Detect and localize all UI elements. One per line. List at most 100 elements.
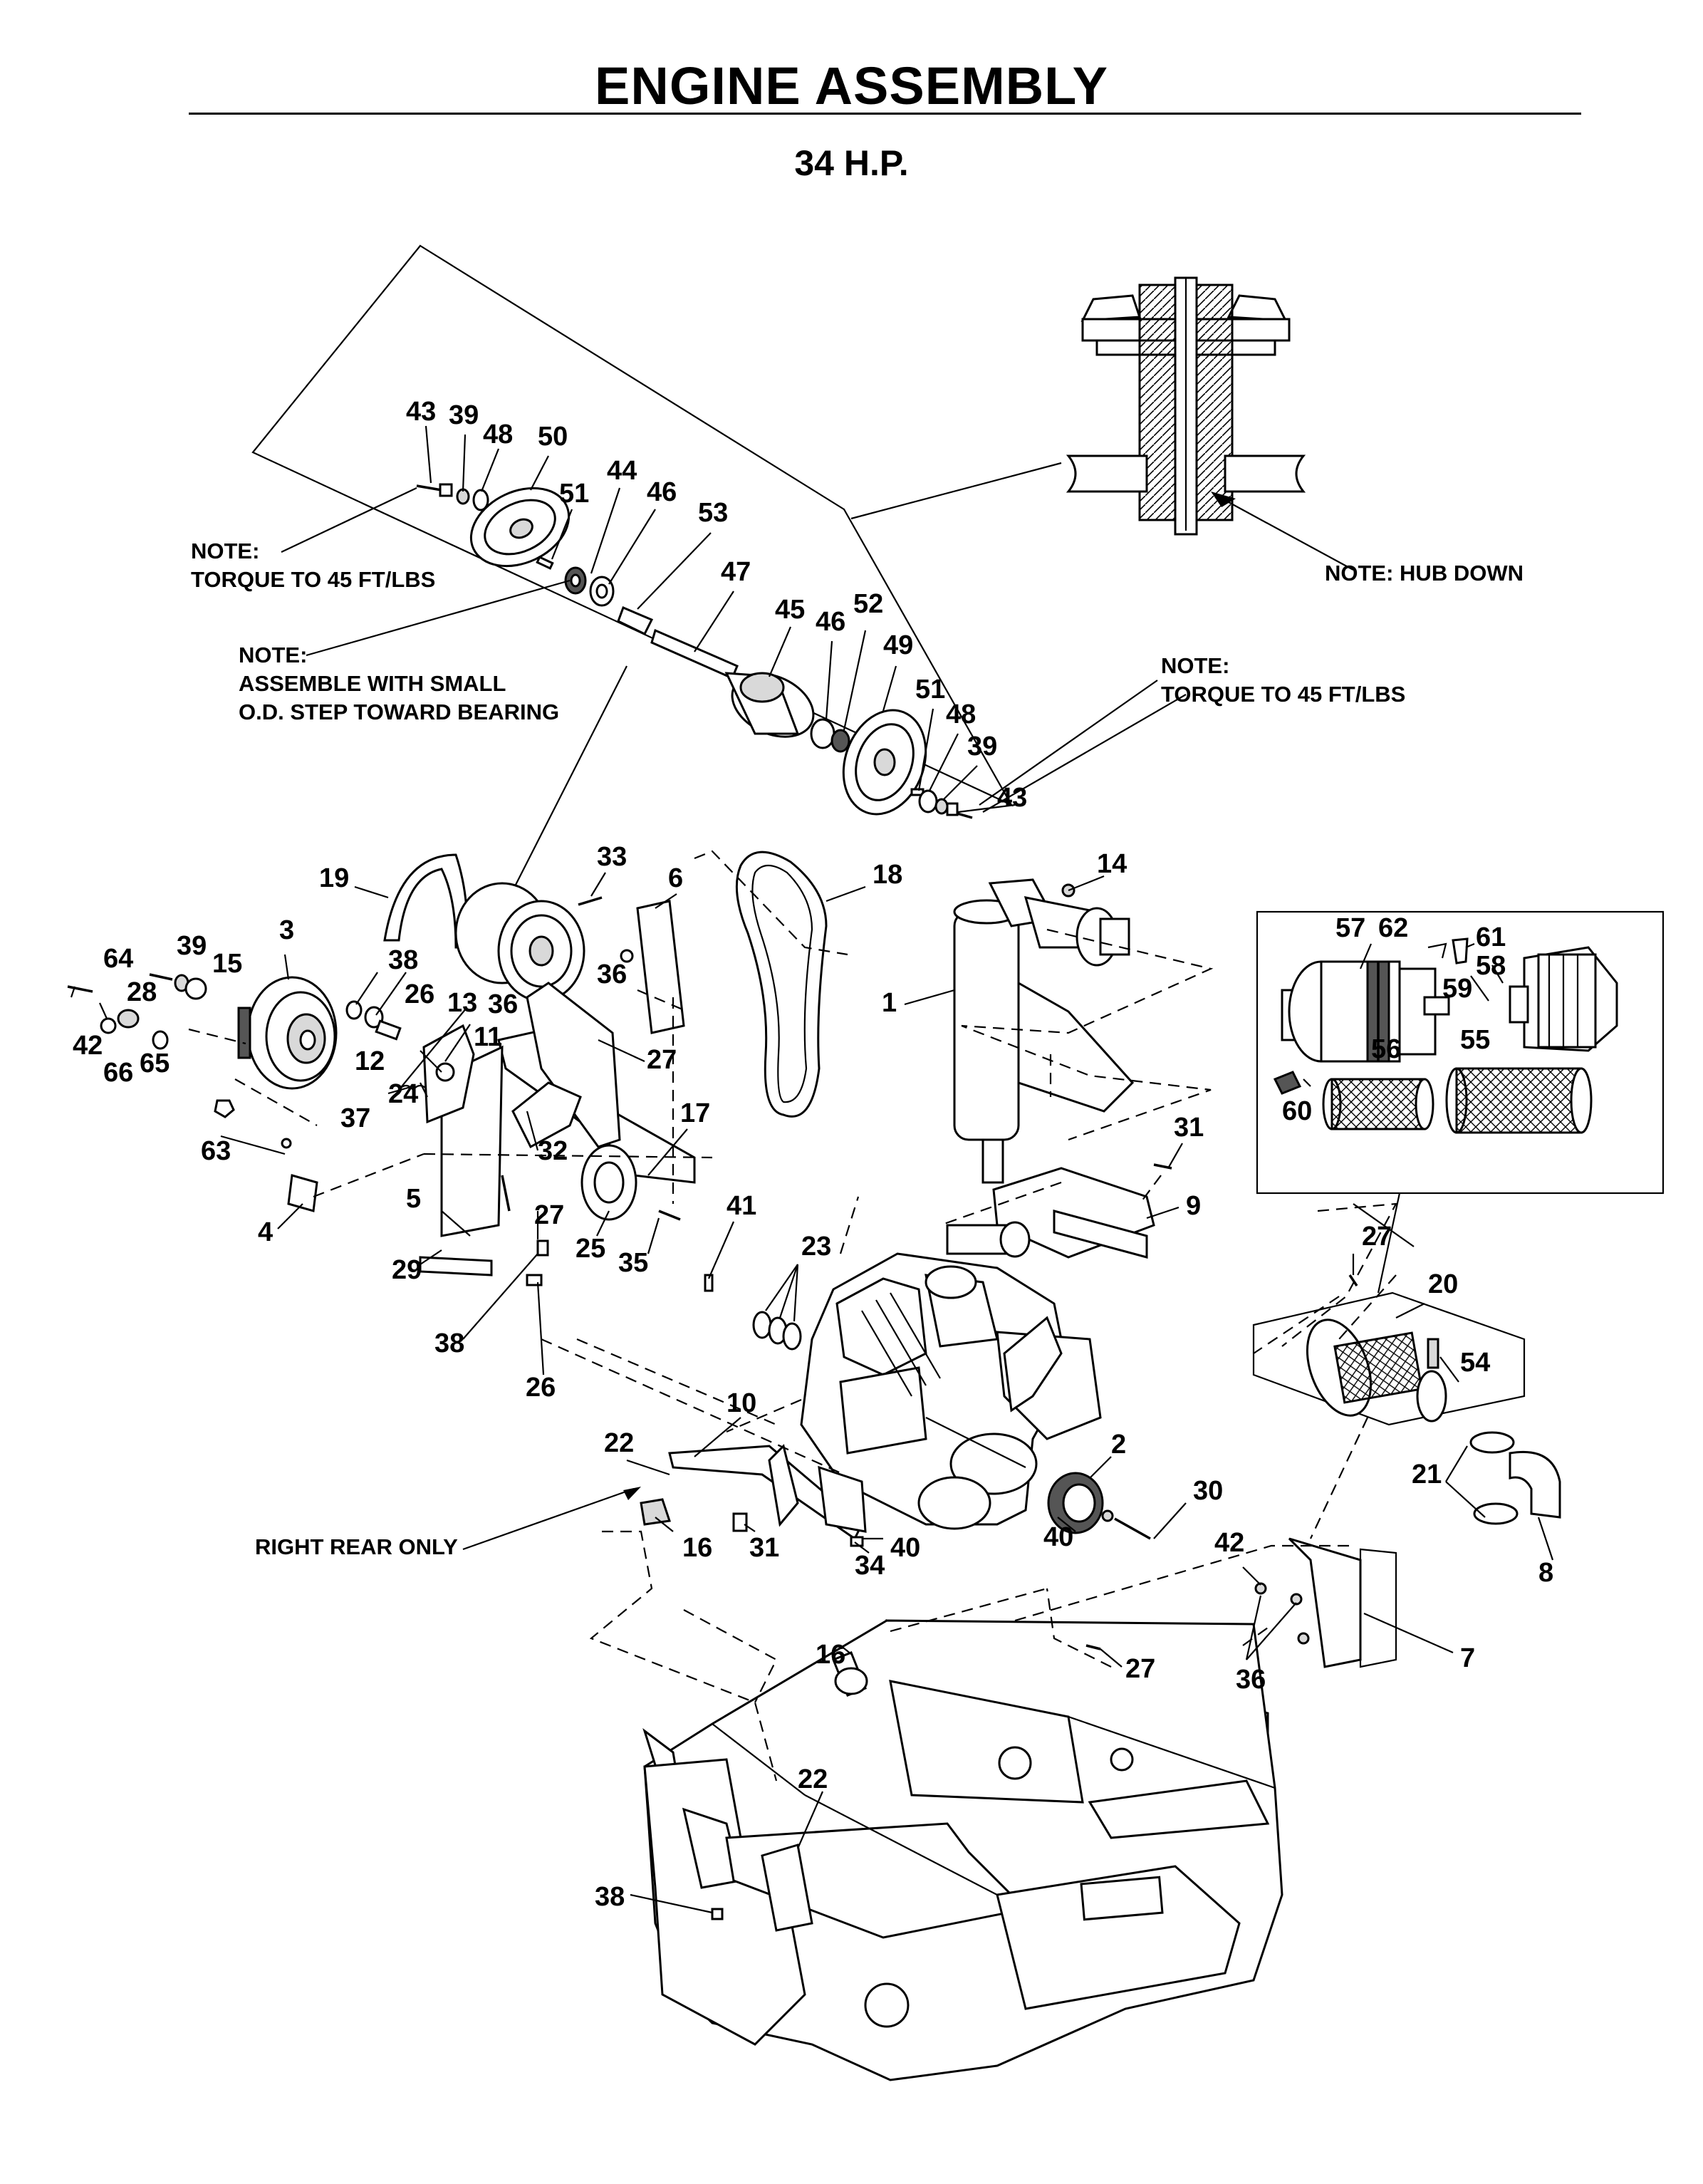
callout-36: 36 <box>1236 1665 1266 1695</box>
callout-65: 65 <box>140 1049 170 1078</box>
callout-34: 34 <box>855 1551 885 1581</box>
callout-4: 4 <box>258 1217 273 1247</box>
callout-51: 51 <box>559 479 589 509</box>
callout-27: 27 <box>1125 1654 1155 1684</box>
note-assemble-line-1: ASSEMBLE WITH SMALL <box>239 671 506 696</box>
mount-bracket-10 <box>640 1444 867 1547</box>
callout-27: 27 <box>1362 1222 1392 1252</box>
callout-9: 9 <box>1186 1191 1201 1221</box>
callout-19: 19 <box>319 863 349 893</box>
callout-47: 47 <box>721 557 751 587</box>
callout-33: 33 <box>597 842 627 872</box>
callout-60: 60 <box>1282 1096 1312 1126</box>
flywheel-adapter-2 <box>1047 1472 1151 1540</box>
callout-32: 32 <box>538 1136 568 1166</box>
note-hub-down: NOTE: HUB DOWN <box>1325 561 1524 586</box>
callout-39: 39 <box>449 400 479 430</box>
callout-11: 11 <box>474 1022 502 1052</box>
note-torque-left-heading: NOTE: <box>191 539 259 563</box>
callout-22: 22 <box>604 1428 634 1458</box>
alignment-dashed-lines <box>188 850 1397 1782</box>
callout-43: 43 <box>406 397 436 427</box>
callout-50: 50 <box>538 422 568 452</box>
page-title: ENGINE ASSEMBLY <box>595 56 1108 115</box>
callout-1: 1 <box>882 988 897 1018</box>
callout-18: 18 <box>873 860 902 890</box>
callout-13: 13 <box>447 988 477 1018</box>
callout-30: 30 <box>1193 1476 1223 1506</box>
main-frame <box>642 1619 1283 2081</box>
callout-51: 51 <box>915 675 945 704</box>
callout-44: 44 <box>607 456 637 486</box>
plate-6 <box>620 900 685 1034</box>
air-cleaner-inset <box>1256 910 1665 1195</box>
callout-35: 35 <box>618 1248 648 1278</box>
page-subtitle: 34 H.P. <box>794 143 909 183</box>
callout-7: 7 <box>1460 1643 1475 1673</box>
callout-53: 53 <box>698 498 728 528</box>
callout-63: 63 <box>201 1136 231 1166</box>
callout-38: 38 <box>595 1882 625 1912</box>
callout-numbers: 43 39 48 50 51 44 46 53 47 45 46 52 49 5… <box>73 397 1553 1912</box>
double-pulley-group <box>454 882 603 1002</box>
callout-21: 21 <box>1412 1460 1442 1489</box>
callout-57: 57 <box>1335 913 1365 943</box>
callout-48: 48 <box>483 420 513 449</box>
inset-leaders <box>281 462 1354 891</box>
callout-29: 29 <box>392 1255 422 1285</box>
note-assemble-heading: NOTE: <box>239 643 307 667</box>
callout-46: 46 <box>647 477 677 507</box>
callout-6: 6 <box>668 863 683 893</box>
drive-belt-18 <box>735 851 828 1118</box>
note-assemble-line-2: O.D. STEP TOWARD BEARING <box>239 700 559 724</box>
callout-8: 8 <box>1538 1558 1553 1588</box>
callout-59: 59 <box>1442 974 1472 1004</box>
callout-20: 20 <box>1428 1269 1458 1299</box>
callout-31: 31 <box>1174 1113 1204 1143</box>
callout-10: 10 <box>726 1388 756 1418</box>
callout-27: 27 <box>534 1200 564 1230</box>
callout-49: 49 <box>883 630 913 660</box>
pulley-inset-parts <box>416 483 973 819</box>
callout-39: 39 <box>967 732 997 761</box>
callout-23: 23 <box>801 1232 831 1262</box>
callout-46: 46 <box>816 607 845 637</box>
callout-31: 31 <box>749 1533 779 1563</box>
callout-3: 3 <box>279 915 294 945</box>
callout-5: 5 <box>406 1184 421 1214</box>
engine-block <box>800 1221 1102 1530</box>
callout-39: 39 <box>177 931 207 961</box>
callout-17: 17 <box>680 1098 710 1128</box>
callout-27: 27 <box>647 1045 677 1075</box>
note-assemble: NOTE: ASSEMBLE WITH SMALL O.D. STEP TOWA… <box>239 643 559 724</box>
callout-28: 28 <box>127 977 157 1007</box>
callout-42: 42 <box>73 1031 103 1061</box>
callout-14: 14 <box>1097 849 1127 879</box>
callout-54: 54 <box>1460 1348 1490 1378</box>
callout-22: 22 <box>798 1764 828 1794</box>
callout-66: 66 <box>103 1058 133 1088</box>
callout-48: 48 <box>946 700 976 729</box>
pto-clutch-group <box>67 973 338 1212</box>
callout-40: 40 <box>890 1533 920 1563</box>
callout-61: 61 <box>1476 922 1506 952</box>
muffler-group <box>953 878 1172 1184</box>
note-torque-right-heading: NOTE: <box>1161 653 1229 678</box>
rings-23 <box>704 1274 802 1351</box>
note-torque-left-text: TORQUE TO 45 FT/LBS <box>191 567 435 592</box>
callout-45: 45 <box>775 595 805 625</box>
callout-15: 15 <box>212 949 242 979</box>
bracket-9 <box>992 1167 1155 1259</box>
callout-40: 40 <box>1043 1522 1073 1552</box>
title-underline <box>189 113 1581 115</box>
callout-56: 56 <box>1371 1034 1401 1064</box>
callout-58: 58 <box>1476 951 1506 981</box>
callout-24: 24 <box>388 1079 418 1109</box>
callout-62: 62 <box>1378 913 1408 943</box>
callout-16: 16 <box>816 1640 845 1670</box>
callout-64: 64 <box>103 944 133 974</box>
callout-38: 38 <box>434 1328 464 1358</box>
callout-36: 36 <box>597 960 627 989</box>
note-torque-left: NOTE: TORQUE TO 45 FT/LBS <box>191 539 435 592</box>
